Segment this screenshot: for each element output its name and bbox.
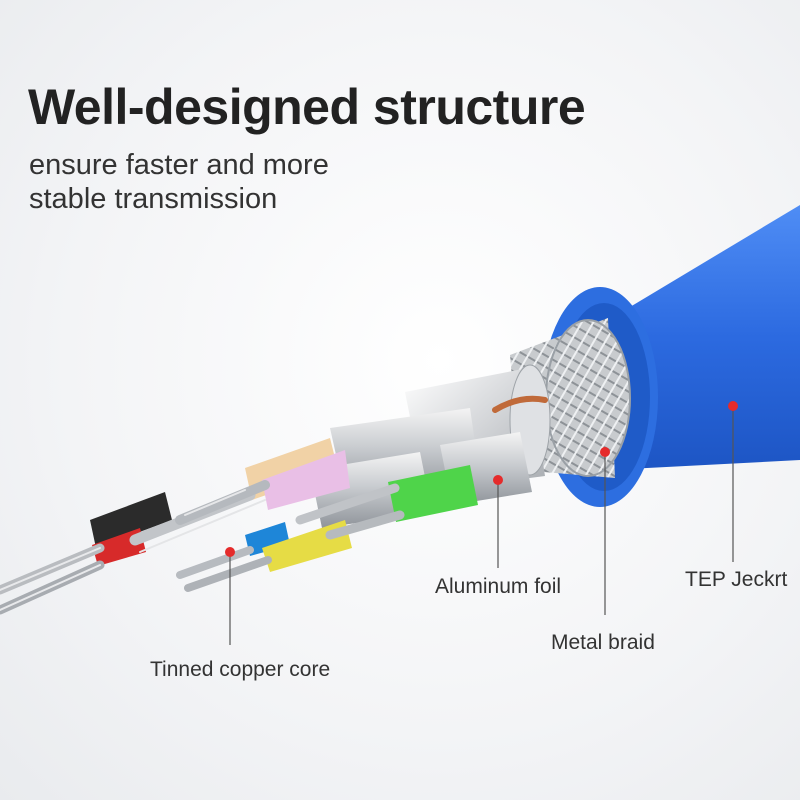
page-subtitle: ensure faster and more stable transmissi… <box>29 148 329 216</box>
label-aluminum-foil: Aluminum foil <box>435 575 562 598</box>
subtitle-line-2: stable transmission <box>29 183 278 215</box>
page-title: Well-designed structure <box>28 79 586 135</box>
subtitle-line-1: ensure faster and more <box>29 149 329 181</box>
stranded-wires <box>0 480 405 615</box>
label-metal-braid: Metal braid <box>551 631 655 654</box>
label-tinned-copper-core: Tinned copper core <box>150 658 331 681</box>
label-tep-jacket: TEP Jeckrt <box>685 568 788 591</box>
callout-markers <box>225 401 738 645</box>
